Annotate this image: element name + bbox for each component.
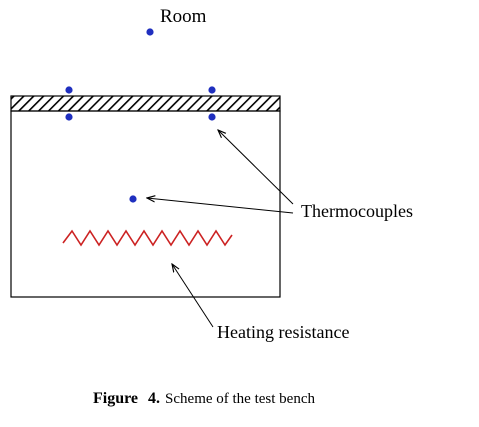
thermocouples-label: Thermocouples xyxy=(301,201,413,221)
interior-thermocouple-dot xyxy=(129,195,137,203)
test-enclosure xyxy=(10,110,281,298)
hatched-lid xyxy=(10,95,281,112)
arrow-to-heating-resistance xyxy=(172,264,214,328)
lid-bottom-right-thermocouple-dot xyxy=(208,113,216,121)
heating-resistance-coil xyxy=(62,229,233,247)
arrow-to-interior-thermocouple xyxy=(147,198,294,214)
room-thermocouple-dot xyxy=(146,28,154,36)
figure-caption: Figure 4. Scheme of the test bench xyxy=(93,390,315,407)
lid-top-right-thermocouple-dot xyxy=(208,86,216,94)
lid-top-left-thermocouple-dot xyxy=(65,86,73,94)
caption-number: 4. xyxy=(148,390,160,407)
caption-text: Scheme of the test bench xyxy=(165,391,315,407)
heating-resistance-label: Heating resistance xyxy=(217,322,349,342)
lid-bottom-left-thermocouple-dot xyxy=(65,113,73,121)
arrow-to-lid-thermocouple xyxy=(218,130,294,205)
room-label: Room xyxy=(160,6,207,27)
caption-prefix: Figure xyxy=(93,390,138,407)
